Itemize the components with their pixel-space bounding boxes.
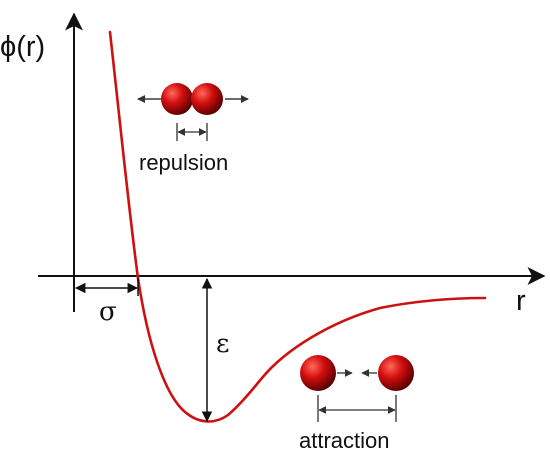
- x-axis-label: r: [516, 285, 526, 317]
- epsilon-label: ε: [216, 329, 229, 359]
- y-axis-label: ϕ(r): [0, 31, 45, 63]
- atom-icon: [191, 83, 223, 115]
- potential-curve: [108, 30, 487, 423]
- repulsion-illustration: repulsion: [137, 83, 249, 175]
- atom-icon: [300, 355, 336, 391]
- attraction-illustration: attraction: [299, 355, 414, 453]
- attraction-label: attraction: [299, 428, 390, 453]
- atom-icon: [161, 83, 193, 115]
- repulsion-label: repulsion: [139, 150, 228, 175]
- atom-icon: [378, 355, 414, 391]
- sigma-label: σ: [99, 297, 117, 327]
